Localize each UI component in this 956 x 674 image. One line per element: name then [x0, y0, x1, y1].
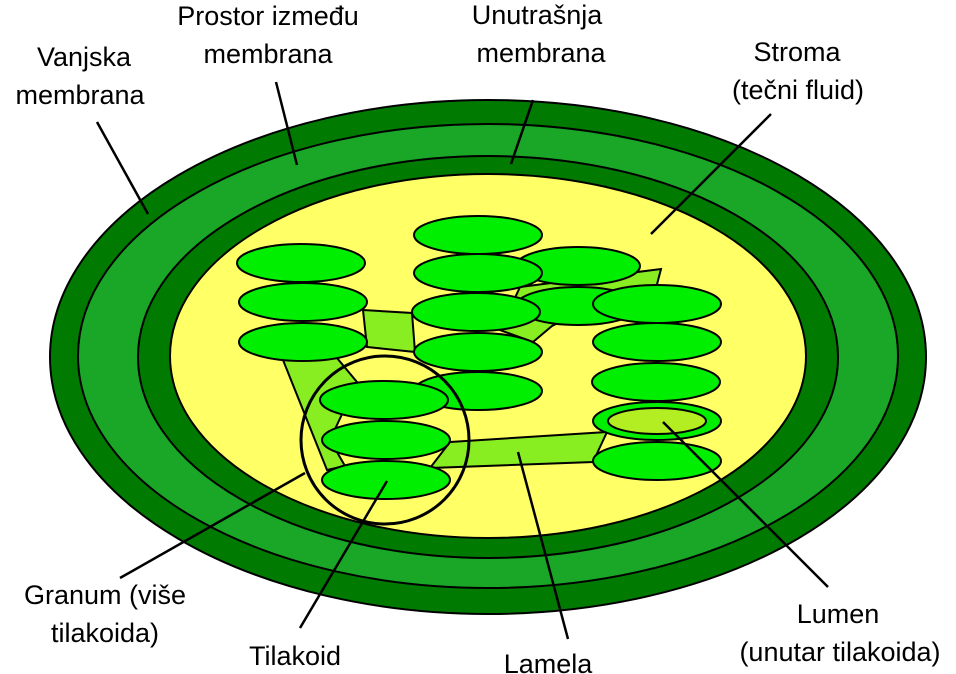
label-lumen: Lumen(unutar tilakoida): [739, 599, 940, 667]
label-lamella: Lamela: [504, 649, 594, 674]
label-thylakoid: Tilakoid: [249, 641, 341, 671]
thylakoid: [238, 282, 368, 322]
thylakoid: [321, 420, 451, 460]
thylakoid: [413, 332, 543, 372]
thylakoid: [592, 441, 722, 481]
thylakoid: [236, 243, 366, 283]
thylakoid: [238, 322, 368, 362]
thylakoid: [413, 253, 543, 293]
leader-lines: [95, 81, 829, 640]
thylakoid: [591, 362, 721, 402]
lamella-left: [361, 308, 417, 354]
thylakoid: [413, 215, 543, 255]
thylakoid: [321, 460, 451, 500]
thylakoid: [411, 292, 541, 332]
thylakoid: [319, 380, 449, 420]
label-stroma: Stroma(tečni fluid): [732, 37, 864, 105]
thylakoids: [236, 215, 722, 500]
lumen: [607, 407, 707, 435]
thylakoid: [592, 322, 722, 362]
granum-highlight-circle: [299, 354, 471, 526]
thylakoid: [592, 284, 722, 324]
